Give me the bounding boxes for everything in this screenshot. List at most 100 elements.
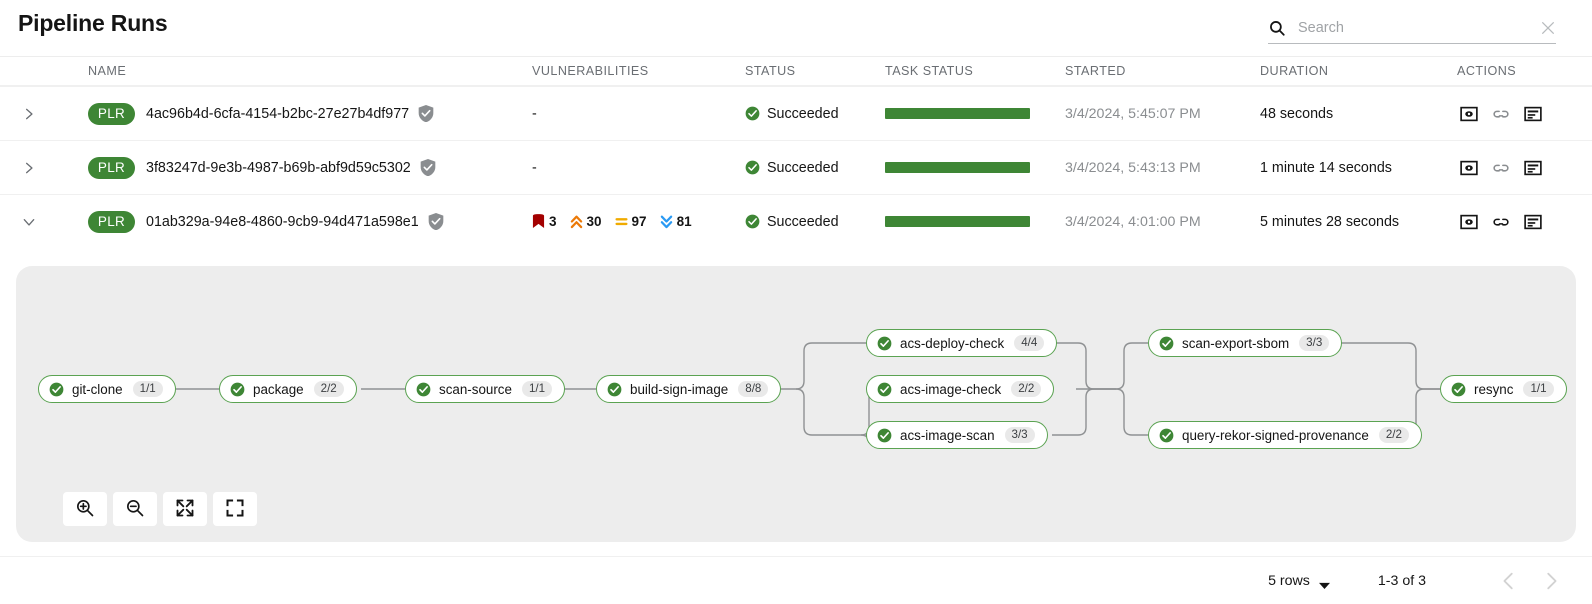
table-footer: 5 rows 1-3 of 3 [0, 556, 1592, 604]
run-name[interactable]: 4ac96b4d-6cfa-4154-b2bc-27e27b4df977 [146, 105, 410, 122]
details-icon[interactable] [1524, 213, 1542, 231]
fit-to-screen-icon [175, 498, 195, 521]
run-type-badge: PLR [88, 210, 135, 233]
pipeline-node-package[interactable]: package 2/2 [219, 375, 357, 403]
zoom-out-button[interactable] [113, 492, 157, 526]
pipeline-node-count: 8/8 [738, 381, 769, 397]
pipeline-node-git-clone[interactable]: git-clone 1/1 [38, 375, 176, 403]
vulnerabilities-cell: - [532, 106, 745, 122]
table-row[interactable]: PLR 3f83247d-9e3b-4987-b69b-abf9d59c5302… [0, 140, 1592, 194]
duration-value: 1 minute 14 seconds [1260, 159, 1392, 176]
severity-important-count: 30 [586, 214, 602, 229]
task-status-bar [885, 162, 1030, 173]
page-header: Pipeline Runs [0, 0, 1592, 56]
severity-moderate-icon [615, 218, 628, 226]
next-page-button[interactable] [1540, 570, 1562, 592]
chevron-down-icon[interactable] [22, 215, 36, 229]
task-status-cell [885, 216, 1065, 227]
pipeline-node-count: 4/4 [1014, 335, 1045, 351]
pipeline-node-resync[interactable]: resync 1/1 [1440, 375, 1567, 403]
previous-page-button[interactable] [1498, 570, 1520, 592]
task-status-bar [885, 216, 1030, 227]
chevron-right-icon[interactable] [22, 107, 36, 121]
zoom-in-icon [75, 498, 95, 521]
pipeline-node-label: scan-export-sbom [1182, 335, 1290, 351]
pipeline-node-label: package [253, 381, 304, 397]
column-header-status: STATUS [745, 64, 796, 78]
pipeline-node-acs-image-check[interactable]: acs-image-check 2/2 [866, 375, 1055, 403]
check-circle-icon [1159, 336, 1174, 351]
pipeline-node-label: query-rekor-signed-provenance [1182, 427, 1369, 443]
copy-link-icon[interactable] [1492, 159, 1510, 177]
rows-per-page-select[interactable]: 5 rows [1268, 573, 1330, 589]
row-expand-toggle[interactable] [0, 215, 88, 229]
view-logs-icon[interactable] [1460, 213, 1478, 231]
pipeline-node-acs-image-scan[interactable]: acs-image-scan 3/3 [866, 421, 1048, 449]
run-name-cell[interactable]: PLR 4ac96b4d-6cfa-4154-b2bc-27e27b4df977 [88, 102, 532, 125]
copy-link-icon[interactable] [1492, 213, 1510, 231]
duration-value: 48 seconds [1260, 105, 1334, 122]
pagination-range: 1-3 of 3 [1377, 572, 1426, 589]
status-label: Succeeded [767, 105, 839, 122]
check-circle-icon [745, 214, 760, 229]
duration-cell: 1 minute 14 seconds [1260, 160, 1457, 176]
started-cell: 3/4/2024, 4:01:00 PM [1065, 214, 1260, 230]
table-row[interactable]: PLR 4ac96b4d-6cfa-4154-b2bc-27e27b4df977… [0, 86, 1592, 140]
view-logs-icon[interactable] [1460, 105, 1478, 123]
pipeline-node-scan-source[interactable]: scan-source 1/1 [405, 375, 566, 403]
expand-icon [225, 498, 245, 521]
row-expand-toggle[interactable] [0, 161, 88, 175]
run-name-cell[interactable]: PLR 01ab329a-94e8-4860-9cb9-94d471a598e1 [88, 210, 532, 233]
pipeline-node-label: build-sign-image [630, 381, 729, 397]
run-name[interactable]: 01ab329a-94e8-4860-9cb9-94d471a598e1 [146, 213, 419, 230]
pipeline-node-label: resync [1474, 381, 1514, 397]
view-logs-icon[interactable] [1460, 159, 1478, 177]
pipeline-node-count: 2/2 [1378, 427, 1409, 443]
close-icon[interactable] [1540, 20, 1556, 36]
pipeline-node-count: 3/3 [1299, 335, 1330, 351]
check-circle-icon [49, 382, 64, 397]
pipeline-node-scan-export-sbom[interactable]: scan-export-sbom 3/3 [1148, 329, 1343, 357]
shield-check-icon [418, 104, 434, 123]
details-icon[interactable] [1524, 159, 1542, 177]
pipeline-node-label: scan-source [439, 381, 512, 397]
details-icon[interactable] [1524, 105, 1542, 123]
pipeline-node-count: 1/1 [132, 381, 163, 397]
fit-to-screen-button[interactable] [163, 492, 207, 526]
chevron-right-icon[interactable] [22, 161, 36, 175]
pipeline-node-label: acs-deploy-check [900, 335, 1005, 351]
search-input[interactable] [1298, 14, 1540, 41]
pipeline-node-count: 3/3 [1004, 427, 1035, 443]
run-name[interactable]: 3f83247d-9e3b-4987-b69b-abf9d59c5302 [146, 159, 411, 176]
column-header-task-status: TASK STATUS [885, 64, 974, 78]
copy-link-icon[interactable] [1492, 105, 1510, 123]
severity-critical: 3 [532, 214, 557, 229]
table-row[interactable]: PLR 01ab329a-94e8-4860-9cb9-94d471a598e1… [0, 194, 1592, 248]
actions-cell [1457, 159, 1592, 177]
pipeline-graph-panel[interactable]: git-clone 1/1 package 2/2 scan-source 1/… [16, 266, 1576, 542]
started-cell: 3/4/2024, 5:45:07 PM [1065, 106, 1260, 122]
severity-low: 81 [660, 214, 692, 229]
vulnerability-severity-group: 3 30 97 81 [532, 214, 701, 229]
severity-critical-count: 3 [549, 214, 557, 229]
zoom-in-button[interactable] [63, 492, 107, 526]
vulnerabilities-empty: - [532, 105, 537, 122]
check-circle-icon [745, 106, 760, 121]
pipeline-node-build-sign-image[interactable]: build-sign-image 8/8 [596, 375, 782, 403]
run-type-badge: PLR [88, 102, 135, 125]
table-header-row: NAME VULNERABILITIES STATUS TASK STATUS … [0, 56, 1592, 86]
graph-zoom-controls [63, 492, 257, 526]
pipeline-node-label: acs-image-scan [900, 427, 995, 443]
check-circle-icon [745, 160, 760, 175]
task-status-cell [885, 162, 1065, 173]
expand-button[interactable] [213, 492, 257, 526]
pipeline-node-acs-deploy-check[interactable]: acs-deploy-check 4/4 [866, 329, 1058, 357]
started-timestamp: 3/4/2024, 4:01:00 PM [1065, 213, 1201, 230]
run-name-cell[interactable]: PLR 3f83247d-9e3b-4987-b69b-abf9d59c5302 [88, 156, 532, 179]
duration-value: 5 minutes 28 seconds [1260, 213, 1400, 230]
severity-low-icon [660, 215, 672, 229]
pipeline-node-query-rekor-signed-provenance[interactable]: query-rekor-signed-provenance 2/2 [1148, 421, 1422, 449]
row-expand-toggle[interactable] [0, 107, 88, 121]
check-circle-icon [877, 336, 892, 351]
